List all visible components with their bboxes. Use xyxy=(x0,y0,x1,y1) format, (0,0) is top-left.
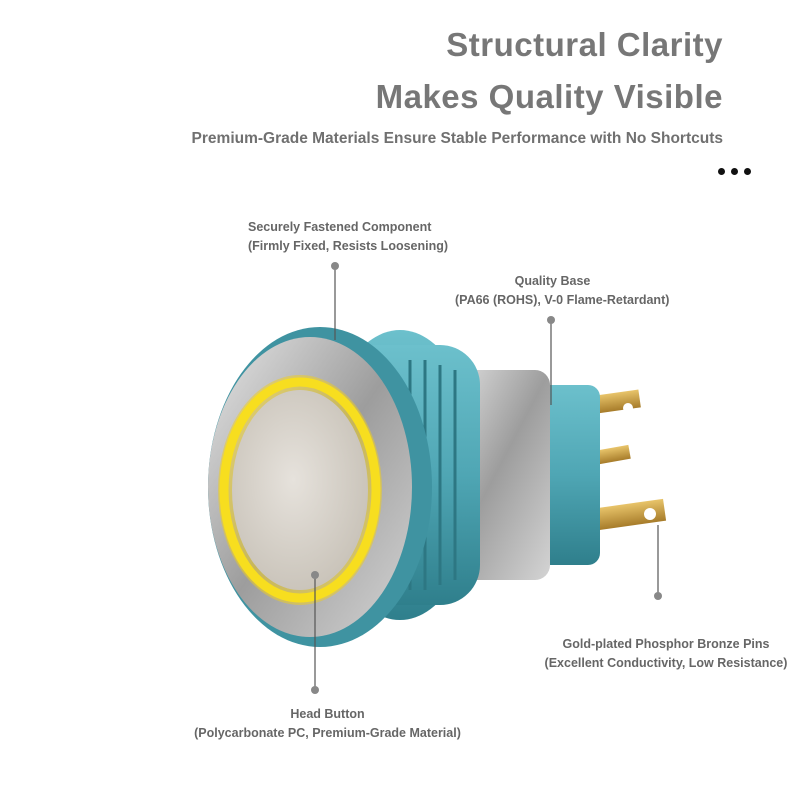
callout-title: Quality Base xyxy=(514,274,591,288)
callout-quality-base: Quality Base (PA66 (ROHS), V-0 Flame-Ret… xyxy=(455,272,670,310)
callout-gold-pins: Gold-plated Phosphor Bronze Pins (Excell… xyxy=(540,635,792,673)
title-line-2: Makes Quality Visible xyxy=(375,78,723,115)
callout-detail: (Excellent Conductivity, Low Resistance) xyxy=(544,656,788,670)
head-button-face xyxy=(232,390,368,590)
more-dots-icon xyxy=(718,168,751,175)
callout-title: Gold-plated Phosphor Bronze Pins xyxy=(562,637,770,651)
led-ring xyxy=(219,377,381,603)
title-line-1: Structural Clarity xyxy=(446,26,723,63)
callout-detail: (Firmly Fixed, Resists Loosening) xyxy=(248,239,449,253)
callout-title: Securely Fastened Component xyxy=(248,220,432,234)
callout-head-button: Head Button (Polycarbonate PC, Premium-G… xyxy=(185,705,470,743)
callout-title: Head Button xyxy=(290,707,365,721)
subtitle: Premium-Grade Materials Ensure Stable Pe… xyxy=(191,130,723,147)
callout-detail: (Polycarbonate PC, Premium-Grade Materia… xyxy=(194,726,461,740)
callout-detail: (PA66 (ROHS), V-0 Flame-Retardant) xyxy=(455,293,670,307)
callout-fastened-component: Securely Fastened Component (Firmly Fixe… xyxy=(248,218,448,256)
